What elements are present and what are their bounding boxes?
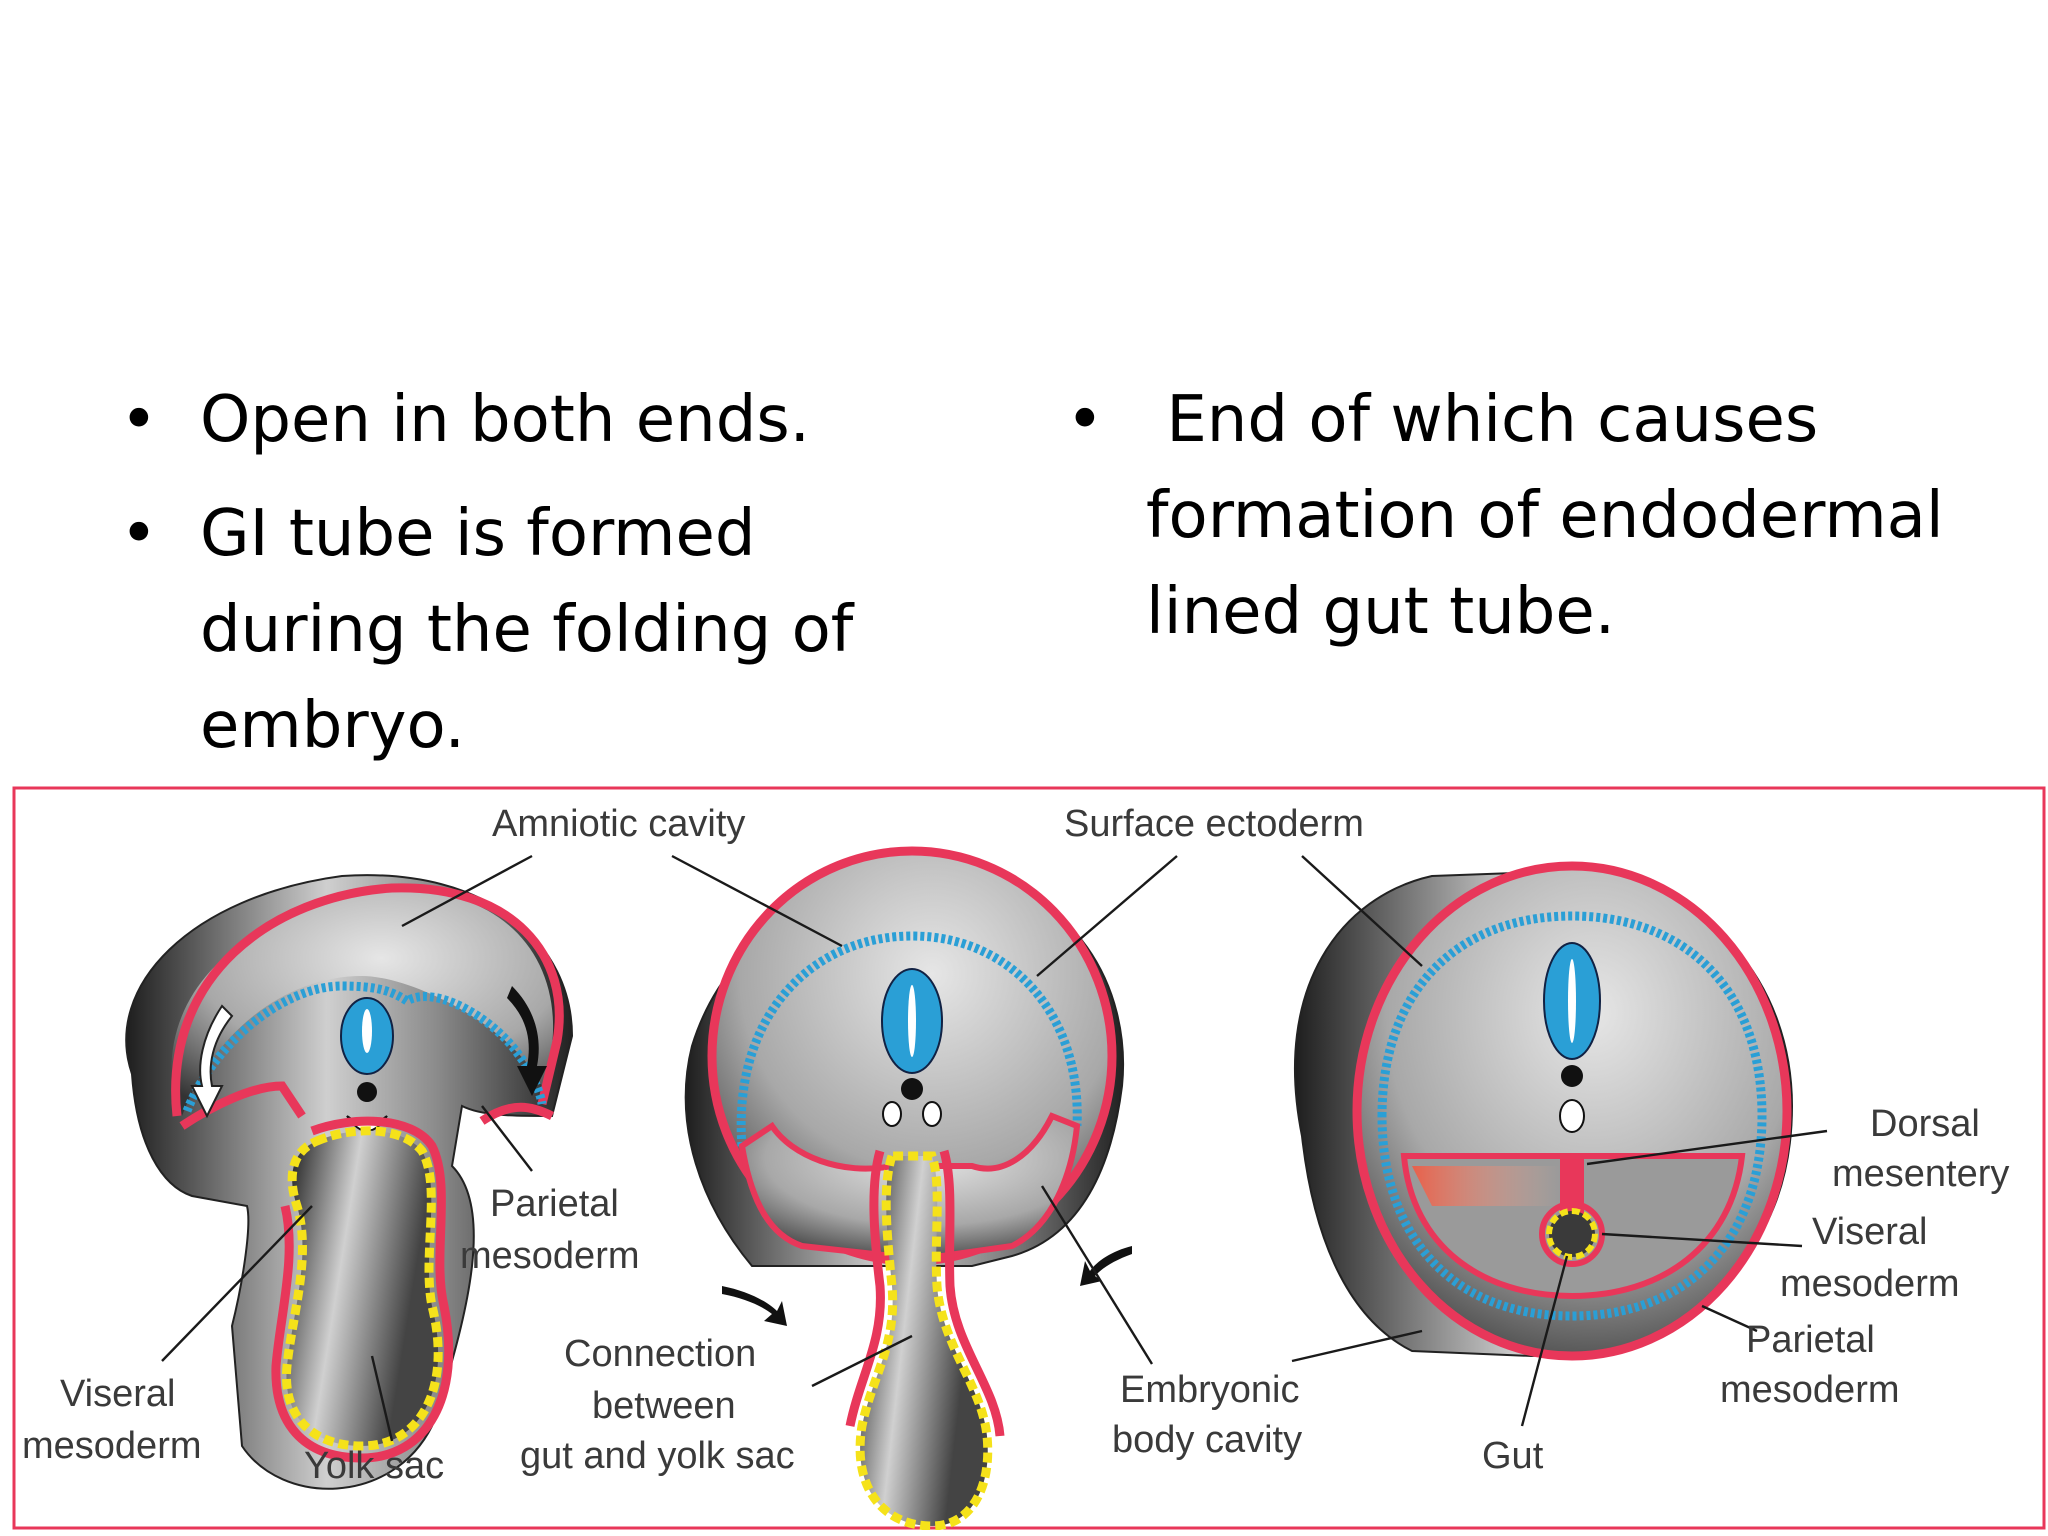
- embryo1-notochord: [357, 1082, 377, 1102]
- embryo3-ectoderm: [1377, 911, 1767, 1321]
- embryo1-amnion-interior: [171, 890, 554, 1116]
- label-dorsal-b: mesentery: [1832, 1153, 2009, 1195]
- label-connection-b: between: [592, 1385, 736, 1427]
- embryo2-aorta-left: [882, 1101, 902, 1127]
- leader-lines: [161, 854, 1828, 1442]
- bullet-gut-tube-formation: End of which causes formation of endoder…: [1066, 372, 1966, 660]
- label-yolk-sac: Yolk sac: [304, 1445, 444, 1487]
- embryo1-fold-arrow-right: [507, 986, 547, 1096]
- label-connection-c: gut and yolk sac: [520, 1435, 795, 1477]
- label-viseral-mesoderm-3a: Viseral: [1812, 1211, 1927, 1253]
- embryo1-yolk-endoderm: [281, 1126, 443, 1451]
- label-gut: Gut: [1482, 1435, 1544, 1477]
- embryo2-gut-mesoderm: [845, 1149, 1005, 1437]
- embryo1-fold-arrow-left: [190, 1004, 234, 1119]
- embryo1-yolk-mesoderm: [271, 1116, 454, 1463]
- label-dorsal-a: Dorsal: [1870, 1103, 1980, 1145]
- embryo2-gut-endoderm: [855, 1151, 993, 1530]
- embryo3-notochord: [1561, 1065, 1583, 1087]
- figure-labels: Amniotic cavity Surface ectoderm Parieta…: [22, 803, 2009, 1487]
- label-parietal-mesoderm-3a: Parietal: [1746, 1319, 1875, 1361]
- label-connection-a: Connection: [564, 1333, 756, 1375]
- embryo-stage-2: [684, 846, 1132, 1530]
- bullet-column-left: Open in both ends. GI tube is formed dur…: [120, 372, 940, 792]
- embryo3-gut-endoderm: [1546, 1208, 1598, 1260]
- label-parietal-mesoderm-3b: mesoderm: [1720, 1369, 1900, 1411]
- embryo1-yolk-sac: [286, 1130, 439, 1446]
- label-parietal-mesoderm-1b: mesoderm: [460, 1235, 640, 1277]
- bullet-column-right: End of which causes formation of endoder…: [1066, 372, 1966, 678]
- label-viseral-mesoderm-3b: mesoderm: [1780, 1263, 1960, 1305]
- label-embryonic-a: Embryonic: [1120, 1369, 1300, 1411]
- bullet-gi-tube-formed: GI tube is formed during the folding of …: [120, 486, 940, 774]
- label-viseral-mesoderm-1a: Viseral: [60, 1373, 175, 1415]
- embryo2-notochord: [901, 1078, 923, 1100]
- embryo2-fold-arrow-left: [722, 1286, 787, 1326]
- label-amniotic-cavity: Amniotic cavity: [492, 803, 745, 845]
- embryo2-fold-arrow-right: [1080, 1246, 1132, 1286]
- label-parietal-mesoderm-1a: Parietal: [490, 1183, 619, 1225]
- label-surface-ectoderm: Surface ectoderm: [1064, 803, 1364, 845]
- embryo2-neural-lumen: [908, 985, 916, 1057]
- embryo1-amnion-line: [171, 883, 564, 1117]
- embryo3-aorta: [1559, 1099, 1585, 1133]
- embryo1-ectoderm: [182, 981, 547, 1113]
- label-viseral-mesoderm-1b: mesoderm: [22, 1425, 202, 1467]
- embryo-stage-3: [1293, 861, 1794, 1361]
- embryo-stage-1: [125, 874, 574, 1490]
- embryo1-neural-lumen: [362, 1009, 372, 1053]
- embryo2-ectoderm: [736, 931, 1082, 1147]
- embryo1-mesoderm-inner: [179, 1081, 306, 1130]
- embryo2-aorta-right: [922, 1101, 942, 1127]
- embryo3-neural-lumen: [1568, 959, 1576, 1043]
- label-embryonic-b: body cavity: [1112, 1419, 1302, 1461]
- embryo-folding-diagram: Amniotic cavity Surface ectoderm Parieta…: [12, 786, 2046, 1530]
- embryo3-dorsal-mesentery: [1560, 1158, 1584, 1218]
- embryo3-mesentery-shade: [1412, 1166, 1560, 1206]
- bullet-open-ends: Open in both ends.: [120, 372, 940, 468]
